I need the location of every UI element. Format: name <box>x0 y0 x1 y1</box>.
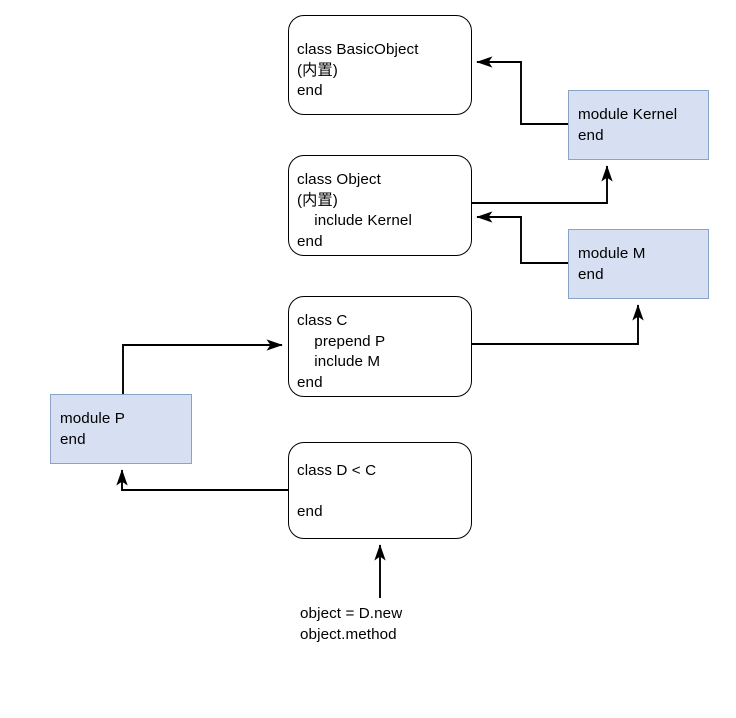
edge-object-to-kernel <box>472 165 613 204</box>
node-module-m-label: module M end <box>578 245 646 283</box>
node-module-kernel[interactable]: module Kernel end <box>568 90 709 160</box>
node-class-d-label: class D < C end <box>297 462 377 520</box>
node-class-c[interactable]: class C prepend P include M end <box>288 296 472 397</box>
edge-c-to-m <box>472 304 644 345</box>
node-class-d[interactable]: class D < C end <box>288 442 472 539</box>
edge-d-to-p <box>116 469 288 491</box>
node-class-c-label: class C prepend P include M end <box>297 312 386 391</box>
node-module-p[interactable]: module P end <box>50 394 192 464</box>
node-module-m[interactable]: module M end <box>568 229 709 299</box>
node-module-kernel-label: module Kernel end <box>578 106 678 144</box>
node-object[interactable]: class Object (内置) include Kernel end <box>288 155 472 256</box>
node-basic-object[interactable]: class BasicObject (内置) end <box>288 15 472 115</box>
edge-p-to-c <box>122 339 283 394</box>
node-object-label: class Object (内置) include Kernel end <box>297 171 412 250</box>
node-module-p-label: module P end <box>60 410 125 448</box>
node-basic-object-label: class BasicObject (内置) end <box>297 41 419 99</box>
entry-code-text: object = D.new object.method <box>300 605 403 643</box>
edge-kernel-to-basicobject <box>476 56 568 125</box>
edge-m-to-object <box>476 211 568 264</box>
